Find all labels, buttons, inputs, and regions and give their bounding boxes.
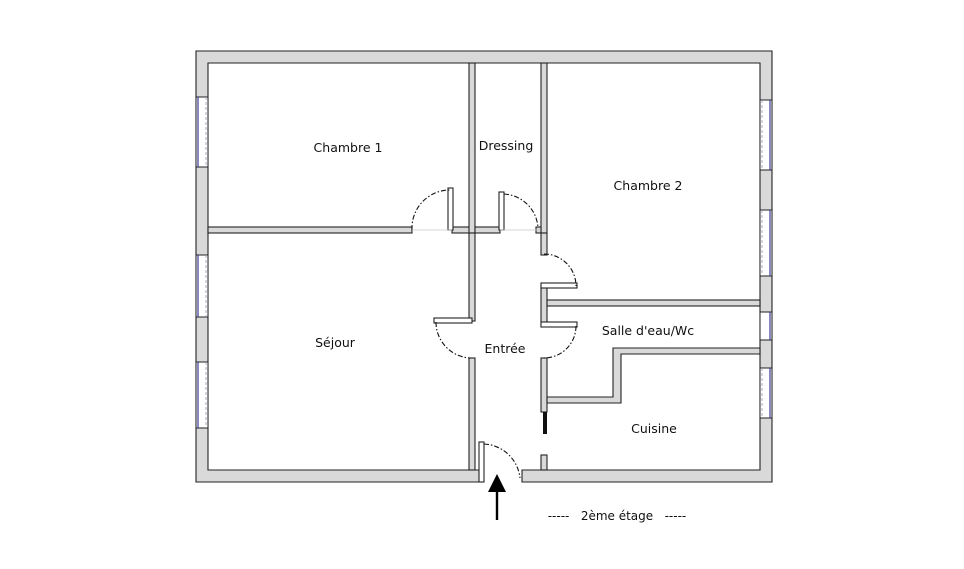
floor-level-label: ----- 2ème étage ----- [548,509,687,523]
room-label-sejour: Séjour [315,335,356,350]
room-label-salle-eau: Salle d'eau/Wc [602,323,694,338]
windows [195,96,773,429]
room-label-chambre-1: Chambre 1 [314,140,383,155]
outer-walls [195,50,773,483]
entrance-arrow-icon [488,474,506,520]
doors [411,187,578,483]
room-label-entree: Entrée [485,341,526,356]
interior-walls [207,62,761,471]
room-label-dressing: Dressing [479,138,534,153]
room-label-cuisine: Cuisine [631,421,677,436]
room-label-chambre-2: Chambre 2 [614,178,683,193]
